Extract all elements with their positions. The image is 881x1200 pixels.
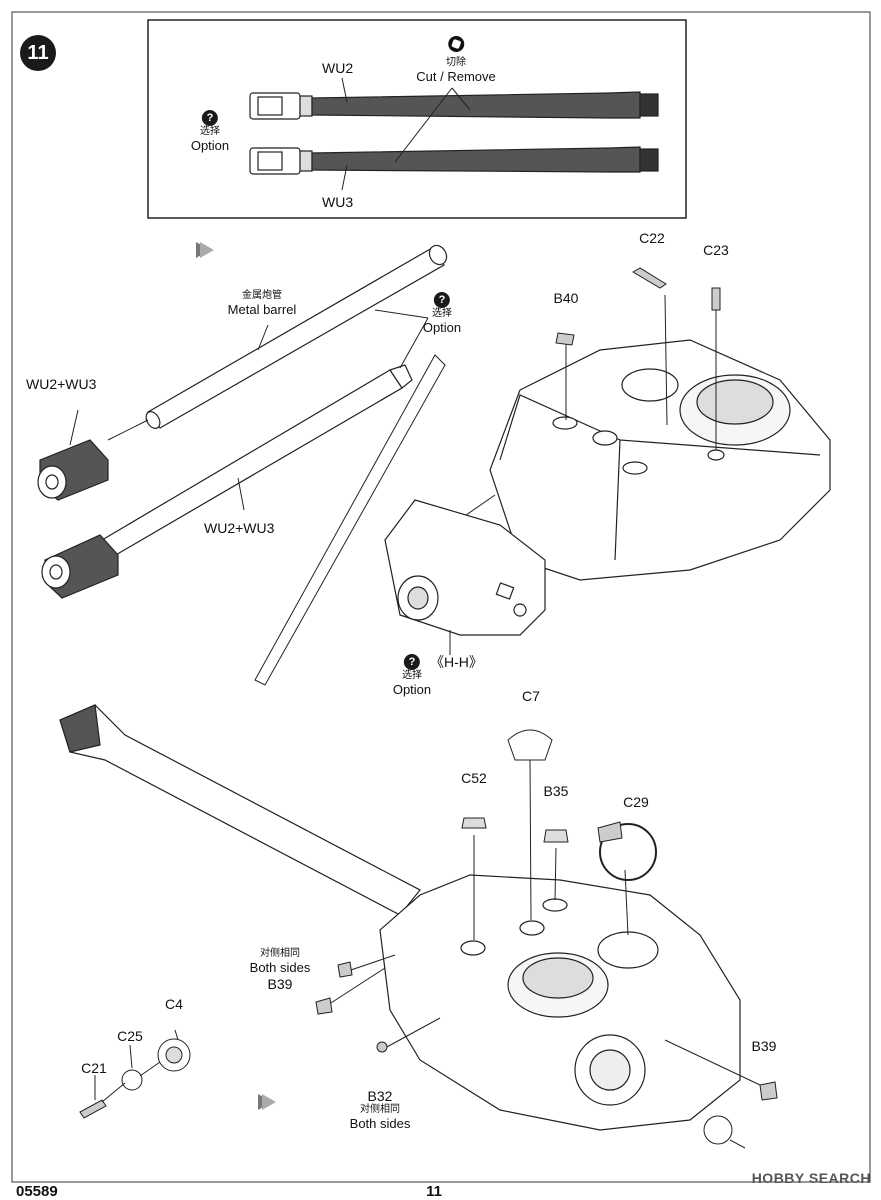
barrel-option-callout: ? 选择 Option (423, 290, 461, 335)
hh-option-cn: 选择 (402, 670, 422, 681)
label-wu2: WU2 (322, 60, 354, 76)
mantlet-hh (384, 499, 546, 636)
label-c22: C22 (639, 230, 665, 246)
both-sides-en: Both sides (249, 960, 311, 975)
label-b39-right: B39 (751, 1038, 777, 1054)
barrel-wu3 (249, 146, 659, 175)
question-icon: ? (434, 292, 450, 308)
metal-barrel-en: Metal barrel (227, 302, 297, 317)
label-hh: 《H-H》 (430, 654, 483, 670)
turret-upper (489, 339, 831, 581)
muzzle-brake-lower (41, 534, 119, 599)
both-sides-callout: 对侧相同 Both sides (250, 948, 311, 975)
page-border (11, 11, 871, 1183)
step-number-badge: 11 (20, 35, 56, 71)
label-c52: C52 (461, 770, 487, 786)
barrel-wu2 (249, 91, 659, 120)
label-wu2-wu3-left: WU2+WU3 (26, 376, 97, 392)
label-b32: B32 (367, 1088, 393, 1104)
barrel-option-en: Option (422, 320, 462, 335)
b32-callout: B32 对侧相同 Both sides (350, 1088, 411, 1131)
page-number: 11 (426, 1183, 442, 1200)
label-wu3: WU3 (322, 194, 354, 210)
part-number: 05589 (16, 1183, 58, 1200)
question-icon: ? (202, 110, 218, 126)
small-parts-lower (79, 729, 778, 1149)
metal-barrel-callout: 金属炮管 Metal barrel (228, 290, 297, 317)
label-wu2-wu3-mid: WU2+WU3 (204, 520, 275, 536)
cut-remove-callout: 切除 Cut / Remove (416, 36, 496, 84)
small-parts-upper (555, 267, 721, 346)
metal-barrel-cn: 金属炮管 (241, 290, 282, 301)
label-c21: C21 (81, 1060, 107, 1076)
inset-option-en: Option (190, 138, 230, 153)
turret-lower-callouts (174, 759, 761, 1086)
question-icon: ? (404, 654, 420, 670)
inset-option-cn: 选择 (200, 126, 220, 137)
inset-leader-lines (341, 77, 471, 191)
watermark: HOBBY SEARCH (751, 1170, 871, 1186)
b32-both-en: Both sides (349, 1116, 411, 1131)
label-c25: C25 (117, 1028, 143, 1044)
turret-upper-callouts (565, 294, 717, 450)
muzzle-brake-upper (37, 439, 109, 501)
label-b35: B35 (543, 783, 569, 799)
label-b39-left: B39 (267, 976, 293, 992)
label-c29: C29 (623, 794, 649, 810)
direction-marker-bottom (258, 1094, 276, 1110)
hh-option-en: Option (392, 682, 432, 697)
metal-barrel (145, 244, 448, 429)
both-sides-cn: 对侧相同 (259, 948, 300, 959)
inset-box (147, 19, 687, 219)
cut-remove-en: Cut / Remove (416, 69, 496, 84)
cut-remove-cn: 切除 (445, 57, 466, 68)
cut-icon (447, 36, 464, 52)
assembly-lines (69, 309, 496, 686)
direction-marker-top (196, 242, 214, 258)
label-c7: C7 (522, 688, 540, 704)
long-barrel (59, 704, 421, 916)
label-c23: C23 (703, 242, 729, 258)
b32-both-cn: 对侧相同 (359, 1104, 400, 1115)
label-b40: B40 (553, 290, 579, 306)
hh-option-callout: ? 选择 Option (393, 652, 431, 697)
small-part-lines (94, 1044, 161, 1103)
barrel-option-cn: 选择 (432, 308, 452, 319)
inset-option-callout: ? 选择 Option (191, 108, 229, 153)
turret-lower (379, 874, 741, 1131)
label-c4: C4 (165, 996, 183, 1012)
